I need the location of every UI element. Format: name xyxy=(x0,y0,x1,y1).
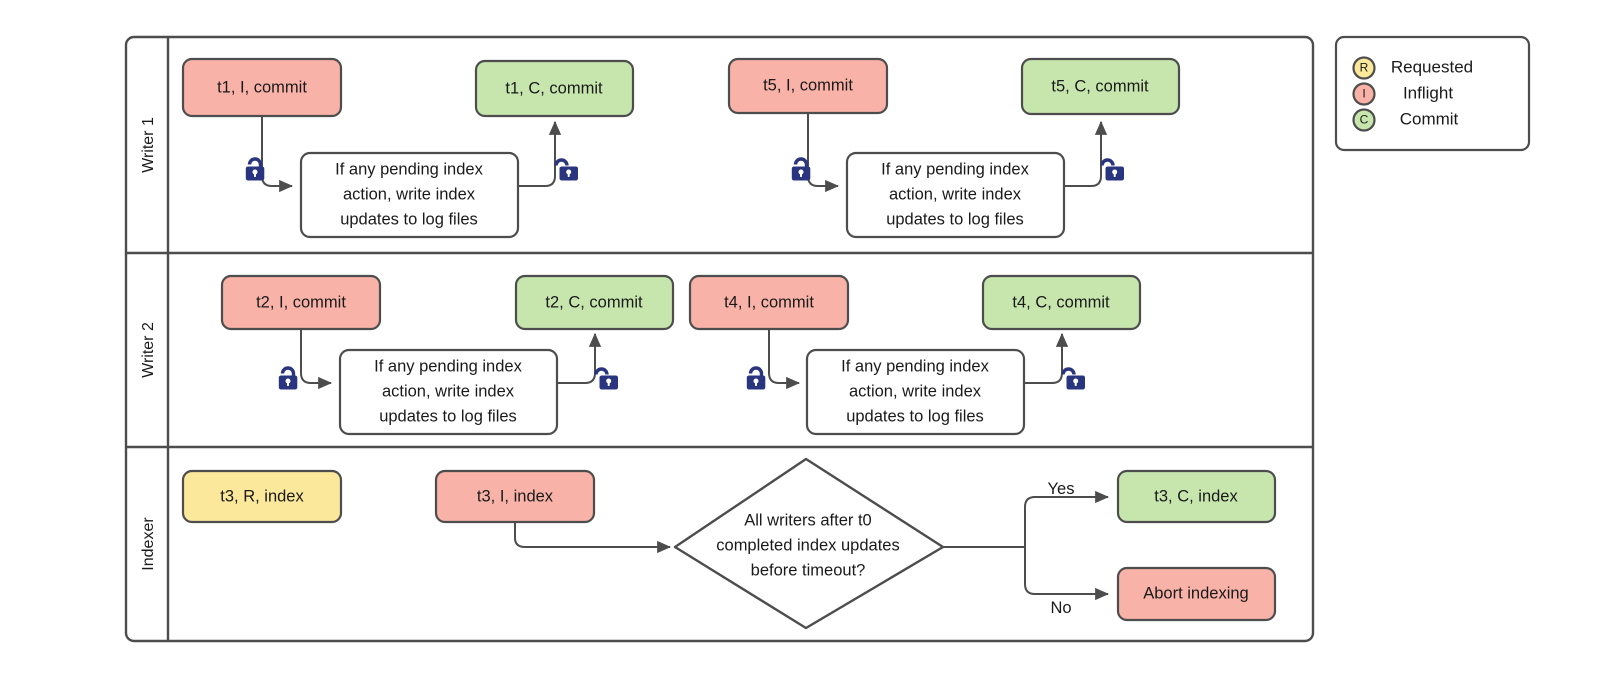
node-ix-t3-inflight-label: t3, I, index xyxy=(477,487,554,505)
lane-label-writer-2: Writer 2 xyxy=(140,322,157,378)
node-w1-t1-action[interactable] xyxy=(299,151,520,239)
node-ix-t3-commit[interactable] xyxy=(1116,469,1277,524)
lock-icon-w1-t1-locked xyxy=(245,157,265,181)
legend-badge-commit-letter: C xyxy=(1360,113,1369,127)
node-ix-t3-requested[interactable] xyxy=(181,469,343,524)
node-w2-t2-action-line-2: action, write index xyxy=(382,382,515,400)
node-ix-decision[interactable] xyxy=(673,457,945,630)
node-w2-t4-inflight[interactable] xyxy=(688,274,850,331)
node-w2-t2-action[interactable] xyxy=(338,348,559,436)
node-w1-t5-action-line-1: If any pending index xyxy=(881,160,1029,178)
node-ix-abort-label: Abort indexing xyxy=(1143,584,1249,602)
lane-indexer-content: t3, R, index t3, I, index All writers af… xyxy=(181,457,1277,630)
legend-item-commit[interactable]: C Commit xyxy=(1352,108,1459,132)
node-w2-t4-action[interactable] xyxy=(805,348,1026,436)
lane-writer-1-content: t1, I, commit t1, C, commit If any pendi… xyxy=(181,57,1181,239)
node-w2-t4-commit[interactable] xyxy=(981,274,1142,331)
node-w2-t2-commit-label: t2, C, commit xyxy=(545,293,643,311)
legend: R Requested I Inflight C Commit xyxy=(1334,35,1531,152)
node-w2-t4-action-line-2: action, write index xyxy=(849,382,982,400)
node-w1-t5-inflight-label: t5, I, commit xyxy=(763,76,853,94)
legend-badge-inflight-icon xyxy=(1352,82,1376,106)
node-w1-t5-action-line-2: action, write index xyxy=(889,185,1022,203)
lock-icon-w1-t5-locked xyxy=(791,157,811,181)
lock-icon-w2-t4-unlocked xyxy=(1061,367,1085,390)
node-w2-t2-inflight[interactable] xyxy=(220,274,382,331)
lane-label-indexer: Indexer xyxy=(140,517,157,571)
legend-badge-requested-icon xyxy=(1352,56,1376,80)
edge-w2-t4-i-to-action xyxy=(768,329,801,390)
node-w1-t5-commit[interactable] xyxy=(1020,57,1181,116)
node-w2-t2-action-line-1: If any pending index xyxy=(374,357,522,375)
edge-w1-t5-action-to-commit xyxy=(1064,120,1108,187)
lock-icon-w1-t5-unlocked xyxy=(1100,158,1124,181)
node-w1-t5-inflight[interactable] xyxy=(727,57,889,115)
edge-label-no: No xyxy=(1050,599,1071,617)
node-ix-abort[interactable] xyxy=(1116,566,1277,622)
edge-w1-t1-action-to-commit xyxy=(518,120,562,187)
legend-badge-inflight-letter: I xyxy=(1362,87,1365,101)
node-w2-t2-commit[interactable] xyxy=(514,274,675,331)
lock-icon-w2-t4-locked xyxy=(746,366,766,390)
edge-w2-t2-i-to-action xyxy=(300,329,333,390)
node-ix-decision-line-2: completed index updates xyxy=(716,536,899,554)
legend-badge-commit-icon xyxy=(1352,108,1376,132)
edge-decision-yes xyxy=(1024,490,1110,547)
edge-decision-no xyxy=(1024,547,1110,601)
node-w1-t5-action[interactable] xyxy=(845,151,1066,239)
node-w1-t5-commit-label: t5, C, commit xyxy=(1051,77,1149,95)
node-w2-t2-action-line-3: updates to log files xyxy=(379,407,517,425)
node-w2-t4-inflight-label: t4, I, commit xyxy=(724,293,814,311)
node-w2-t4-action-line-3: updates to log files xyxy=(846,407,984,425)
node-ix-t3-requested-label: t3, R, index xyxy=(220,487,304,505)
lane-writer-2-content: t2, I, commit t2, C, commit If any pendi… xyxy=(220,274,1142,436)
node-w1-t1-inflight-label: t1, I, commit xyxy=(217,78,307,96)
node-w2-t4-action-line-1: If any pending index xyxy=(841,357,989,375)
node-w1-t1-commit[interactable] xyxy=(474,59,635,118)
node-w2-t4-commit-label: t4, C, commit xyxy=(1012,293,1110,311)
node-w1-t1-commit-label: t1, C, commit xyxy=(505,79,603,97)
edge-ix-inflight-to-decision xyxy=(514,522,672,554)
node-ix-t3-inflight[interactable] xyxy=(434,469,596,524)
node-w1-t1-inflight[interactable] xyxy=(181,57,343,118)
lock-icon-w1-t1-unlocked xyxy=(554,158,578,181)
node-w1-t1-action-line-3: updates to log files xyxy=(340,210,478,228)
node-w2-t2-inflight-label: t2, I, commit xyxy=(256,293,346,311)
node-w1-t1-action-line-1: If any pending index xyxy=(335,160,483,178)
node-ix-t3-commit-label: t3, C, index xyxy=(1154,487,1238,505)
legend-label-inflight: Inflight xyxy=(1403,83,1453,102)
node-w1-t1-action-line-2: action, write index xyxy=(343,185,476,203)
node-w1-t5-action-line-3: updates to log files xyxy=(886,210,1024,228)
legend-item-inflight[interactable]: I Inflight xyxy=(1352,82,1454,106)
lock-icon-w2-t2-unlocked xyxy=(594,367,618,390)
lock-icon-w2-t2-locked xyxy=(278,366,298,390)
lane-label-writer-1: Writer 1 xyxy=(140,117,157,173)
node-ix-decision-line-3: before timeout? xyxy=(751,561,866,579)
edge-label-yes: Yes xyxy=(1048,480,1075,498)
legend-badge-requested-letter: R xyxy=(1360,61,1369,75)
node-ix-decision-line-1: All writers after t0 xyxy=(744,511,871,529)
legend-label-commit: Commit xyxy=(1400,109,1459,128)
legend-frame xyxy=(1334,35,1531,152)
legend-label-requested: Requested xyxy=(1391,57,1473,76)
legend-item-requested[interactable]: R Requested xyxy=(1352,56,1474,80)
